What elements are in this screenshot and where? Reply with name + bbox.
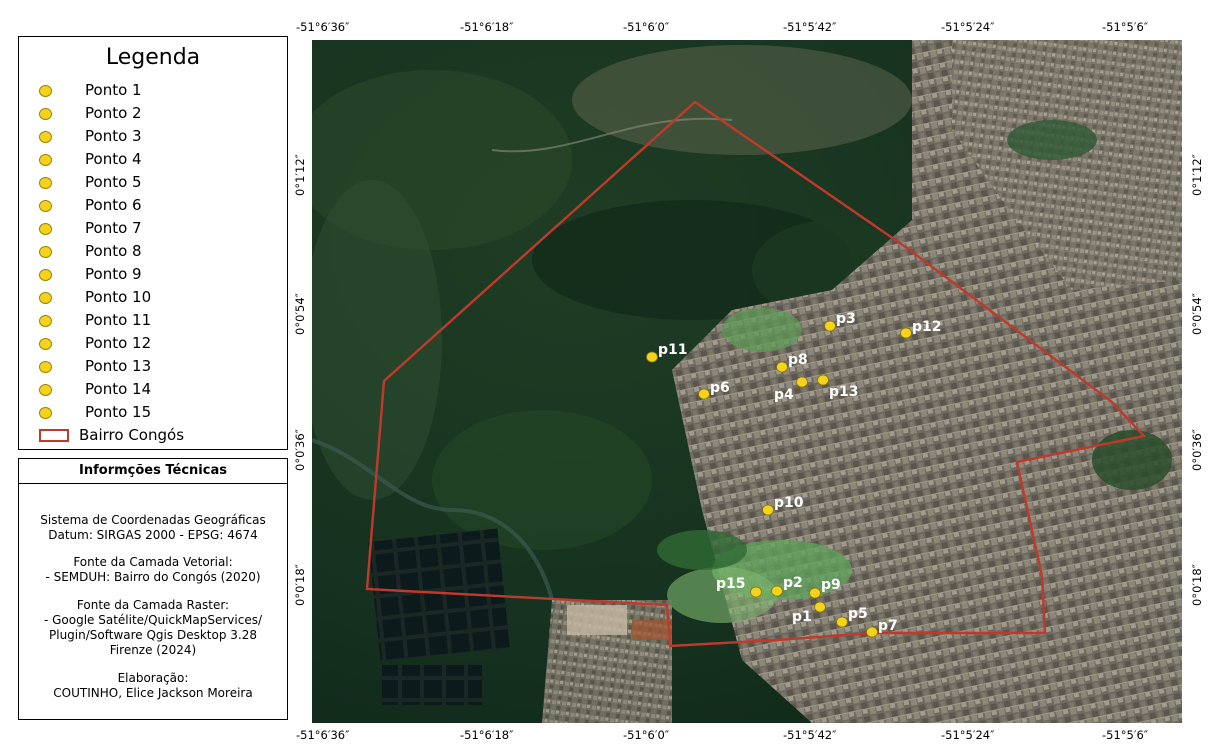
- map-point-label: p5: [848, 606, 868, 622]
- map-point-label: p7: [878, 618, 898, 634]
- map-point-p7[interactable]: [866, 626, 878, 638]
- map-point-p15[interactable]: [750, 586, 762, 598]
- legend-item-label: Ponto 9: [85, 265, 142, 283]
- bairro-congos-boundary: [365, 100, 1147, 648]
- boundary-swatch-icon: [39, 429, 69, 442]
- point-marker-icon: [39, 269, 52, 281]
- info-line: Fonte da Camada Vetorial:: [73, 555, 233, 569]
- info-line: Plugin/Software Qgis Desktop 3.28: [49, 628, 257, 642]
- point-marker-icon: [39, 131, 52, 143]
- map-point-p5[interactable]: [836, 616, 848, 628]
- map-point-label: p2: [783, 575, 803, 591]
- map-point-p3[interactable]: [824, 320, 836, 332]
- point-marker-icon: [39, 223, 52, 235]
- survey-points: p1 p2 p3 p4 p5 p6 p7 p8 p9 p10 p11 p12 p13 p15: [646, 311, 942, 638]
- lat-tick-right: 0°0′54″: [1190, 293, 1204, 335]
- point-marker-icon: [39, 338, 52, 350]
- lat-tick-left: 0°0′54″: [293, 293, 307, 335]
- map-point-p6[interactable]: [698, 388, 710, 400]
- point-marker-icon: [39, 246, 52, 258]
- map-point-label: p8: [788, 352, 808, 368]
- map-point-label: p3: [836, 311, 856, 327]
- lon-tick-top: -51°5′24″: [941, 20, 995, 34]
- legend-title: Legenda: [105, 45, 201, 70]
- legend-item-label: Ponto 12: [85, 334, 152, 352]
- lon-tick-top: -51°6′18″: [460, 20, 514, 34]
- lon-tick-bottom: -51°6′36″: [296, 728, 350, 742]
- point-marker-icon: [39, 361, 52, 373]
- map-point-label: p6: [710, 380, 730, 396]
- legend-item-label: Ponto 8: [85, 242, 142, 260]
- info-line: COUTINHO, Elice Jackson Moreira: [53, 686, 253, 700]
- lon-tick-top: -51°5′42″: [783, 20, 837, 34]
- legend-item-label: Ponto 3: [85, 127, 142, 145]
- info-line: Sistema de Coordenadas Geográficas: [40, 513, 266, 527]
- map-point-p1[interactable]: [814, 601, 826, 613]
- point-marker-icon: [39, 177, 52, 189]
- lat-tick-right: 0°1′12″: [1190, 154, 1204, 196]
- technical-info-title: Informções Técnicas: [19, 459, 287, 484]
- point-marker-icon: [39, 407, 52, 419]
- point-marker-icon: [39, 315, 52, 327]
- legend-item-label: Ponto 11: [85, 311, 152, 329]
- map-point-label: p9: [821, 577, 841, 593]
- map-point-p8[interactable]: [776, 361, 788, 373]
- point-marker-icon: [39, 292, 52, 304]
- legend-item-label: Ponto 15: [85, 403, 152, 421]
- lat-tick-left: 0°0′36″: [293, 429, 307, 471]
- point-marker-icon: [39, 154, 52, 166]
- info-line: Datum: SIRGAS 2000 - EPSG: 4674: [48, 528, 258, 542]
- info-line: - Google Satélite/QuickMapServices/: [43, 613, 263, 627]
- map-point-p11[interactable]: [646, 351, 658, 363]
- legend-item-label: Ponto 5: [85, 173, 142, 191]
- legend-item-label: Ponto 6: [85, 196, 142, 214]
- lat-tick-right: 0°0′18″: [1190, 564, 1204, 606]
- map-point-label: p11: [658, 342, 688, 358]
- lat-tick-left: 0°0′18″: [293, 564, 307, 606]
- lon-tick-bottom: -51°6′0″: [623, 728, 670, 742]
- info-line: Fonte da Camada Raster:: [76, 598, 230, 612]
- point-marker-icon: [39, 85, 52, 97]
- legend-item-label: Ponto 14: [85, 380, 152, 398]
- legend-item-label: Ponto 2: [85, 104, 142, 122]
- map-point-label: p12: [912, 319, 942, 335]
- lat-tick-right: 0°0′36″: [1190, 429, 1204, 471]
- legend-item-label: Ponto 7: [85, 219, 142, 237]
- fish-ponds: [368, 528, 510, 662]
- map-point-label: p4: [774, 387, 794, 403]
- map-point-p2[interactable]: [771, 585, 783, 597]
- point-marker-icon: [39, 200, 52, 212]
- point-marker-icon: [39, 384, 52, 396]
- legend-item-label: Ponto 10: [85, 288, 152, 306]
- map-point-p9[interactable]: [809, 587, 821, 599]
- legend-item-label: Ponto 4: [85, 150, 142, 168]
- lon-tick-bottom: -51°6′18″: [460, 728, 514, 742]
- map-point-p12[interactable]: [900, 327, 912, 339]
- map-point-label: p15: [716, 576, 746, 592]
- map-point-p13[interactable]: [817, 374, 829, 386]
- lon-tick-top: -51°6′36″: [296, 20, 350, 34]
- info-line: Firenze (2024): [109, 643, 197, 657]
- legend-item-label: Bairro Congós: [79, 426, 185, 444]
- technical-info-panel: Informções Técnicas Sistema de Coordenad…: [18, 458, 288, 720]
- point-marker-icon: [39, 108, 52, 120]
- legend-item-label: Ponto 1: [85, 81, 142, 99]
- map-point-label: p13: [829, 384, 859, 400]
- lon-tick-top: -51°5′6″: [1102, 20, 1149, 34]
- legend-item-label: Ponto 13: [85, 357, 152, 375]
- map-point-label: p10: [774, 495, 804, 511]
- map-point-p4[interactable]: [796, 376, 808, 388]
- map-point-p10[interactable]: [762, 504, 774, 516]
- satellite-map[interactable]: p1 p2 p3 p4 p5 p6 p7 p8 p9 p10 p11 p12 p13 p15: [312, 40, 1182, 723]
- legend-panel: Legenda Ponto 1 Ponto 2 Ponto 3 Ponto 4 Pont…: [18, 36, 288, 450]
- info-line: Elaboração:: [117, 671, 189, 685]
- lat-tick-left: 0°1′12″: [293, 154, 307, 196]
- lon-tick-top: -51°6′0″: [623, 20, 670, 34]
- map-point-label: p1: [792, 609, 812, 625]
- info-line: - SEMDUH: Bairro do Congós (2020): [45, 570, 261, 584]
- lon-tick-bottom: -51°5′42″: [783, 728, 837, 742]
- lon-tick-bottom: -51°5′24″: [941, 728, 995, 742]
- lon-tick-bottom: -51°5′6″: [1102, 728, 1149, 742]
